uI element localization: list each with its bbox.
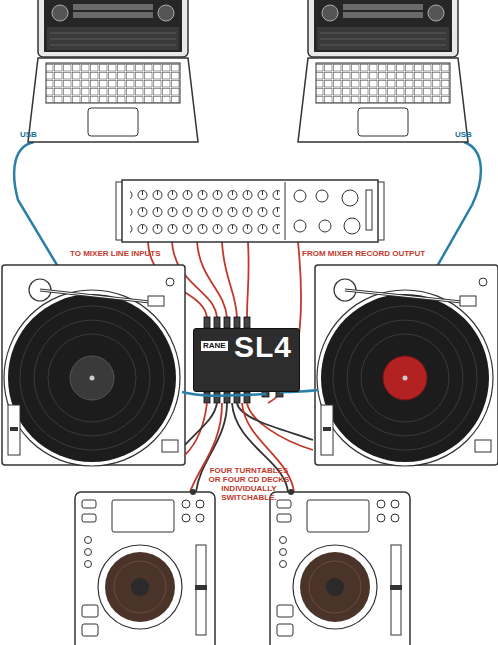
mixer bbox=[319, 220, 331, 232]
cd-deck bbox=[75, 492, 215, 645]
deck-cable bbox=[237, 403, 313, 440]
turntable bbox=[403, 376, 408, 381]
turntable bbox=[90, 376, 95, 381]
deck-cable bbox=[185, 403, 207, 455]
connector-jack bbox=[204, 317, 210, 328]
connector-jack bbox=[204, 392, 210, 403]
turntable bbox=[315, 265, 498, 466]
deck-cable bbox=[247, 403, 313, 450]
turntable bbox=[40, 290, 150, 302]
turntable bbox=[148, 296, 164, 306]
usb-cable bbox=[14, 142, 60, 270]
turntable bbox=[70, 356, 114, 400]
connector-jack bbox=[234, 392, 240, 403]
connector-jack bbox=[214, 392, 220, 403]
port-label: USB bbox=[455, 130, 472, 139]
turntable bbox=[345, 290, 462, 302]
usb-cable bbox=[182, 392, 266, 396]
mixer bbox=[342, 190, 358, 206]
mixer-cable bbox=[222, 242, 237, 318]
port-label: USB bbox=[20, 130, 37, 139]
connector-jack bbox=[234, 317, 240, 328]
turntable bbox=[2, 265, 185, 466]
cd-deck bbox=[270, 492, 410, 645]
mixer bbox=[366, 190, 372, 230]
cd-deck bbox=[75, 492, 215, 645]
mixer bbox=[316, 190, 328, 202]
model-name: SL4 bbox=[234, 331, 292, 363]
mixer bbox=[122, 180, 378, 242]
brand-badge: RANE bbox=[201, 341, 228, 351]
connector-jack bbox=[214, 317, 220, 328]
turntable bbox=[345, 290, 462, 302]
note-label: FOUR TURNTABLES OR FOUR CD DECKS INDIVID… bbox=[206, 466, 292, 502]
signal-label: FROM MIXER RECORD OUTPUT bbox=[302, 249, 425, 258]
mixer bbox=[116, 180, 384, 242]
connector-jack bbox=[224, 317, 230, 328]
connector-jack bbox=[288, 489, 294, 495]
signal-label: TO MIXER LINE INPUTS bbox=[70, 249, 161, 258]
laptop bbox=[28, 0, 198, 142]
laptop bbox=[298, 0, 468, 142]
turntable bbox=[40, 290, 150, 302]
turntable bbox=[383, 356, 427, 400]
turntable bbox=[315, 265, 498, 466]
mixer bbox=[294, 220, 306, 232]
usb-cable bbox=[435, 142, 481, 270]
turntable bbox=[460, 296, 476, 306]
mixer bbox=[294, 190, 306, 202]
mixer bbox=[285, 182, 286, 240]
deck-cable bbox=[185, 403, 217, 445]
turntable bbox=[2, 265, 185, 466]
connector-jack bbox=[224, 392, 230, 403]
audio-interface: RANE SL4 bbox=[193, 328, 300, 392]
connector-jack bbox=[244, 392, 250, 403]
mixer bbox=[344, 218, 360, 234]
connector-jack bbox=[244, 317, 250, 328]
mixer-cable bbox=[247, 242, 249, 318]
connector-jack bbox=[190, 489, 196, 495]
cd-deck bbox=[270, 492, 410, 645]
mixer bbox=[130, 184, 280, 236]
